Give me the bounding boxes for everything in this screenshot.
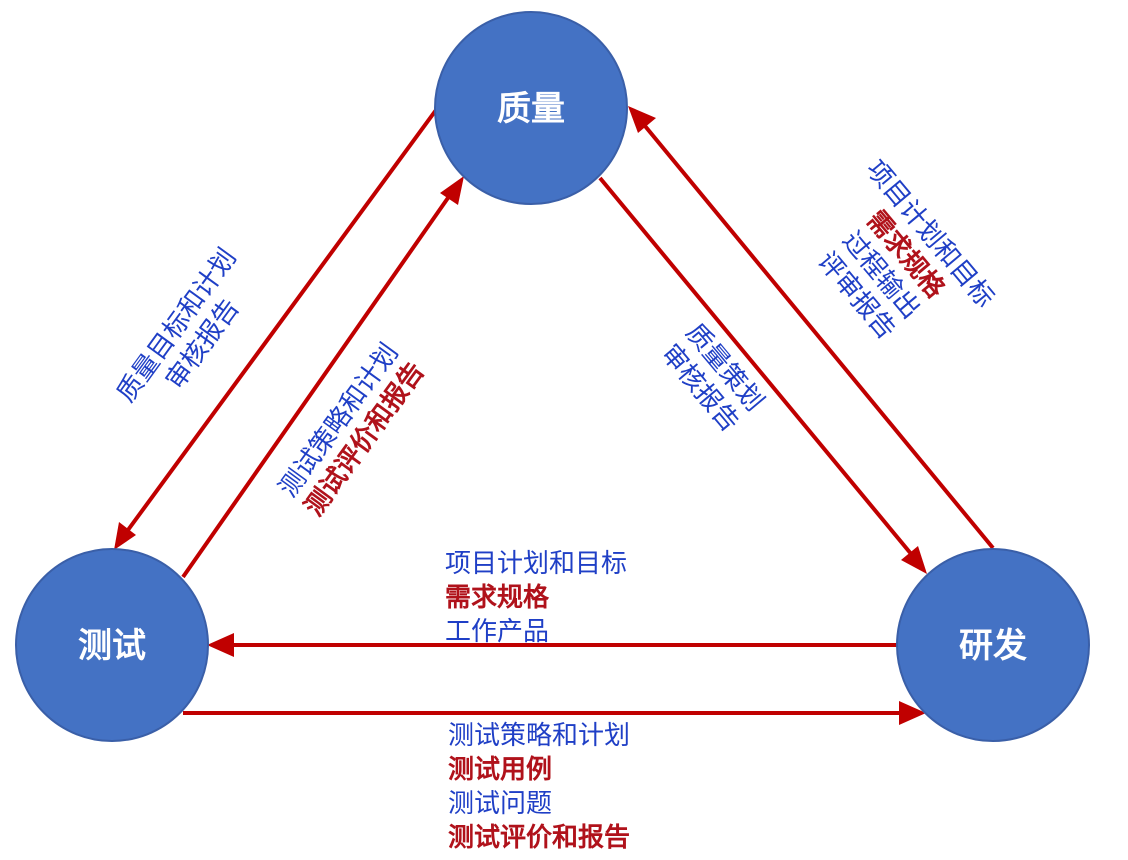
label-test-to-dev-line1: 测试策略和计划: [448, 721, 630, 751]
label-quality-to-test: 质量目标和计划 审核报告: [111, 243, 245, 408]
label-test-to-dev-line3: 测试问题: [448, 789, 552, 819]
arrow-quality-to-test: [126, 108, 438, 532]
node-dev: 研发: [896, 548, 1090, 742]
arrowhead-dev-to-quality: [628, 106, 656, 133]
arrow-quality-to-dev: [598, 176, 914, 557]
label-dev-to-test-line1: 项目计划和目标: [445, 549, 627, 579]
label-quality-to-dev: 质量策划 审核报告: [655, 318, 769, 438]
arrowhead-quality-to-test: [114, 522, 136, 550]
label-dev-to-test-line2: 需求规格: [445, 582, 550, 613]
node-test: 测试: [15, 548, 209, 742]
label-test-to-quality: 测试策略和计划 测试评价和报告: [273, 338, 430, 522]
node-dev-label: 研发: [959, 626, 1027, 666]
arrowhead-test-to-quality: [440, 176, 464, 205]
label-test-to-dev-line4: 测试评价和报告: [448, 822, 630, 853]
node-quality-label: 质量: [497, 89, 565, 129]
arrow-test-to-quality: [181, 193, 452, 579]
arrowhead-test-to-dev: [899, 701, 926, 725]
arrowhead-quality-to-dev: [901, 546, 927, 574]
label-dev-to-test-line3: 工作产品: [445, 617, 549, 647]
node-test-label: 测试: [78, 626, 146, 666]
label-dev-to-quality: 项目计划和目标 需求规格 过程输出 评审报告: [811, 155, 999, 346]
node-quality: 质量: [434, 11, 628, 205]
label-test-to-dev: 测试策略和计划 测试用例 测试问题 测试评价和报告: [448, 721, 630, 853]
arrow-dev-to-quality: [643, 124, 995, 550]
label-dev-to-test: 项目计划和目标 需求规格 工作产品: [445, 549, 627, 647]
arrowhead-dev-to-test: [207, 633, 234, 657]
label-test-to-dev-line2: 测试用例: [448, 755, 552, 785]
